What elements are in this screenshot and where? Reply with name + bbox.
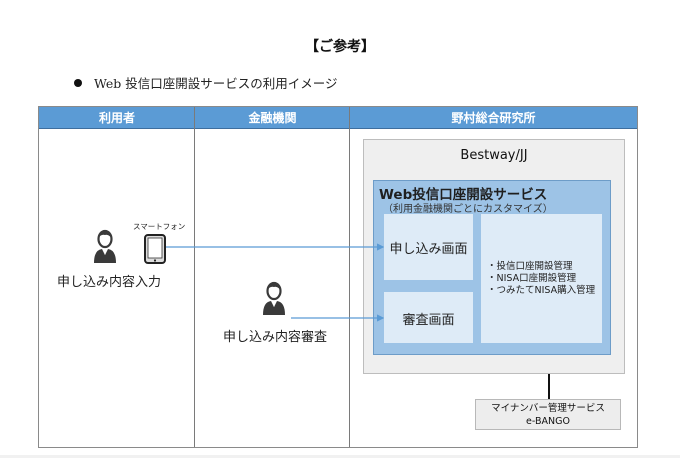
application-screen-box: 申し込み画面 (384, 214, 473, 280)
user-action-label: 申し込み内容入力 (57, 275, 162, 290)
bullet-dot-icon (74, 78, 82, 87)
service-title: Web投信口座開設サービス (379, 187, 548, 203)
application-screen-label: 申し込み画面 (389, 242, 468, 257)
platform-label: Bestway/JJ (460, 148, 528, 163)
connector-line (548, 374, 550, 399)
bestway-platform-box: Bestway/JJ Web投信口座開設サービス （利用金融機関ごとにカスタマイ… (363, 139, 625, 374)
feature-item: ・投信口座開設管理 (487, 261, 573, 272)
features-box: ・投信口座開設管理 ・NISA口座開設管理 ・つみたてNISA購入管理 (481, 214, 602, 343)
smartphone-icon (144, 234, 166, 264)
review-screen-box: 審査画面 (384, 292, 473, 343)
lane-header-bank: 金融機関 (195, 107, 350, 129)
lane-divider (194, 107, 195, 447)
person-icon (94, 229, 116, 263)
lane-header-nri: 野村総合研究所 (350, 107, 637, 129)
bullet-text: Web 投信口座開設サービスの利用イメージ (94, 76, 338, 91)
lane-header-user: 利用者 (39, 107, 195, 129)
mynumber-service-name: マイナンバー管理サービス (491, 403, 605, 414)
swimlane-diagram: 利用者 金融機関 野村総合研究所 スマートフォン 申し込み内容入力 申し込み内容… (38, 106, 638, 448)
person-icon (263, 281, 285, 315)
smartphone-label: スマートフォン (133, 222, 186, 231)
review-screen-label: 審査画面 (402, 313, 455, 328)
feature-item: ・NISA口座開設管理 (487, 273, 577, 284)
mynumber-service-box: マイナンバー管理サービス e-BANGO (475, 399, 621, 430)
service-box: Web投信口座開設サービス （利用金融機関ごとにカスタマイズ） 申し込み画面 審… (373, 180, 611, 355)
flow-arrows (166, 243, 385, 322)
page-bottom-band (0, 455, 680, 458)
page-title: 【ご参考】 (305, 39, 375, 55)
bullet-item: Web 投信口座開設サービスの利用イメージ (74, 73, 337, 92)
service-subtitle: （利用金融機関ごとにカスタマイズ） (383, 204, 553, 215)
bank-action-label: 申し込み内容審査 (223, 330, 328, 345)
lane-divider (349, 107, 350, 447)
mynumber-service-product: e-BANGO (526, 416, 570, 427)
feature-item: ・つみたてNISA購入管理 (487, 285, 596, 296)
